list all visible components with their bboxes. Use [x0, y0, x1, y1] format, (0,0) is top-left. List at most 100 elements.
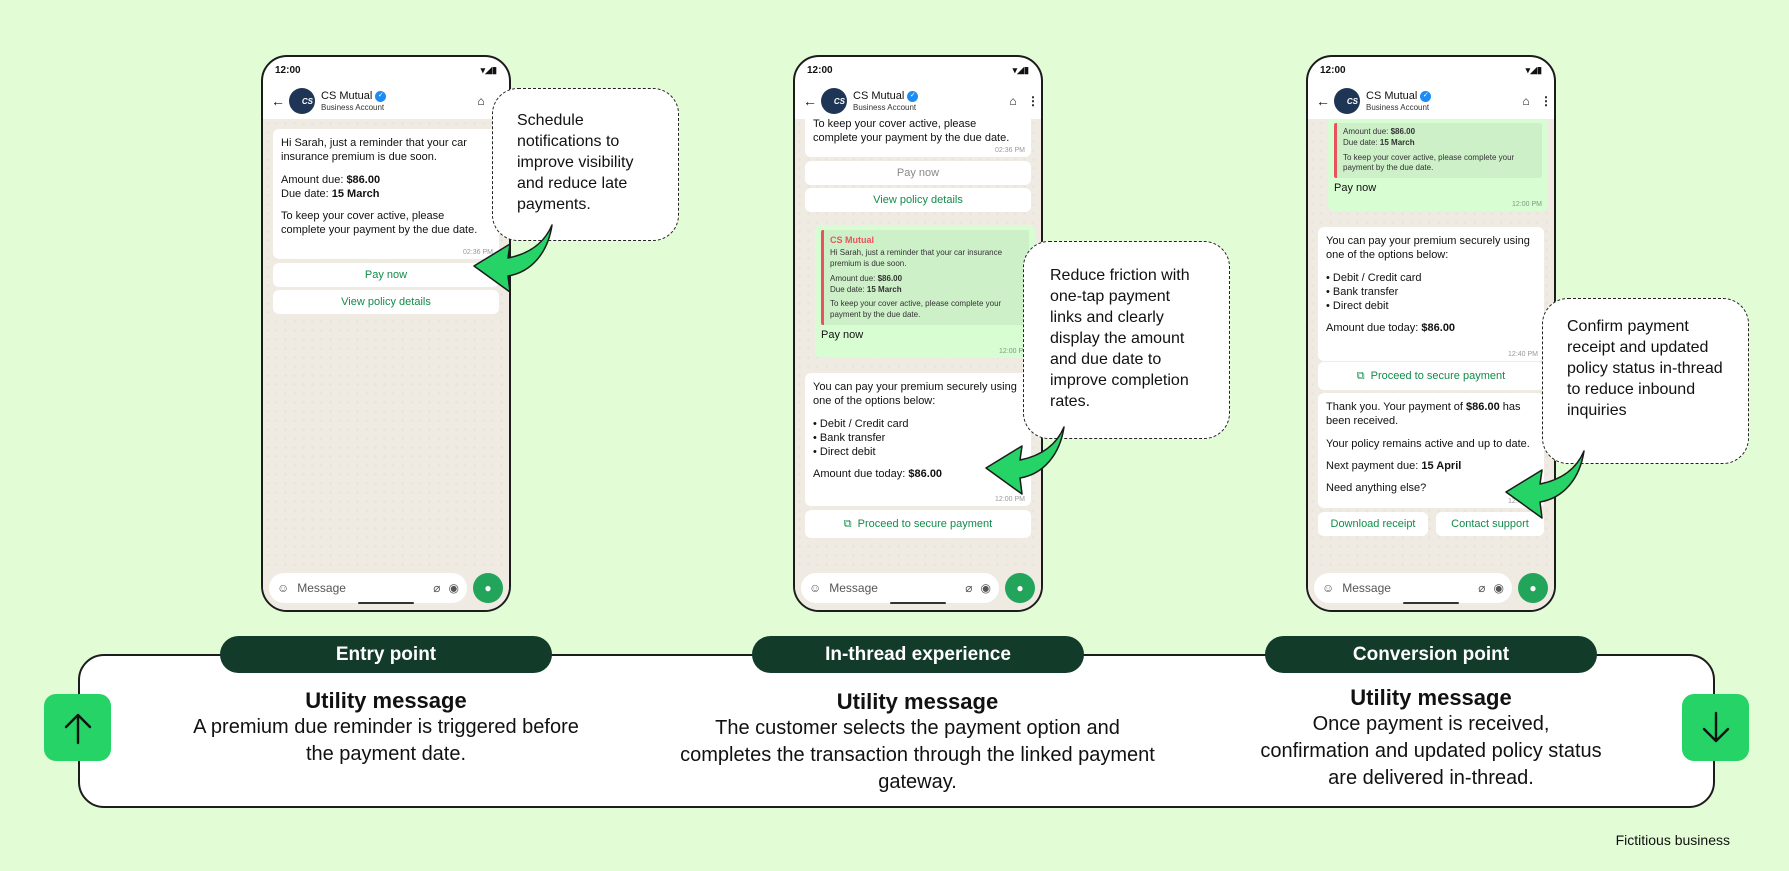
message-placeholder: Message — [1342, 581, 1391, 595]
business-name: CS Mutual — [853, 90, 905, 103]
scroll-down-button[interactable] — [1682, 694, 1749, 761]
chat-title[interactable]: CS Mutual✓ Business Account — [853, 90, 999, 112]
pay-now-button[interactable]: Pay now — [273, 263, 499, 287]
reply-bubble: Amount due: $86.00 Due date: 15 March To… — [1328, 119, 1548, 212]
business-subtitle: Business Account — [321, 102, 385, 112]
message-time: 12:00 PM — [1512, 201, 1542, 209]
attach-icon[interactable]: ⌀ — [965, 581, 973, 595]
footnote: Fictitious business — [1615, 832, 1730, 848]
mic-icon[interactable]: ● — [473, 573, 503, 603]
message-text: You can pay your premium securely using … — [813, 381, 1017, 408]
amount-value: $86.00 — [1421, 322, 1456, 335]
stage-in-thread: Utility message The customer selects the… — [680, 689, 1155, 796]
view-policy-button[interactable]: View policy details — [273, 290, 499, 314]
status-icons: ▾◢▮ — [480, 64, 497, 75]
pay-now-button[interactable]: Pay now — [805, 161, 1031, 185]
external-link-icon: ⧉ — [1356, 369, 1365, 382]
stage-title: Utility message — [305, 688, 467, 713]
scroll-up-button[interactable] — [44, 694, 111, 761]
proceed-payment-button[interactable]: ⧉ Proceed to secure payment — [805, 510, 1031, 538]
quoted-message[interactable]: Amount due: $86.00 Due date: 15 March To… — [1334, 123, 1542, 179]
next-payment-value: 15 April — [1421, 459, 1462, 472]
amount-value: $86.00 — [877, 273, 903, 283]
more-menu-icon[interactable]: ⋮ — [1540, 94, 1552, 108]
option-item: • Bank transfer — [1326, 285, 1399, 298]
amount-label: Amount due today: — [813, 468, 909, 481]
contact-support-button[interactable]: Contact support — [1436, 512, 1544, 536]
quoted-message[interactable]: CS Mutual Hi Sarah, just a reminder that… — [821, 230, 1029, 325]
mic-icon[interactable]: ● — [1005, 573, 1035, 603]
stage-description: A premium due reminder is triggered befo… — [193, 716, 579, 765]
reply-bubble: CS Mutual Hi Sarah, just a reminder that… — [815, 225, 1035, 359]
payment-options-message: You can pay your premium securely using … — [1318, 227, 1544, 361]
reply-text: Pay now — [1334, 182, 1377, 195]
emoji-icon[interactable]: ☺ — [1322, 581, 1335, 595]
quote-text: To keep your cover active, please comple… — [1343, 152, 1515, 173]
amount-label: Amount due: — [1343, 127, 1391, 136]
camera-icon[interactable]: ◉ — [1493, 581, 1504, 595]
message-text: You can pay your premium securely using … — [1326, 235, 1530, 262]
more-menu-icon[interactable]: ⋮ — [1027, 94, 1039, 108]
amount-value: $86.00 — [346, 173, 381, 186]
store-icon[interactable]: ⌂ — [477, 94, 485, 108]
avatar[interactable]: CS — [289, 88, 315, 114]
download-receipt-button[interactable]: Download receipt — [1318, 512, 1428, 536]
attach-icon[interactable]: ⌀ — [1478, 581, 1486, 595]
message-placeholder: Message — [829, 581, 878, 595]
message-text: Hi Sarah, just a reminder that your car … — [281, 137, 467, 164]
business-subtitle: Business Account — [853, 102, 917, 112]
camera-icon[interactable]: ◉ — [980, 581, 991, 595]
store-icon[interactable]: ⌂ — [1522, 94, 1530, 108]
message-input[interactable]: ☺ Message ⌀ ◉ — [269, 573, 467, 603]
back-arrow-icon[interactable]: ← — [1316, 93, 1330, 109]
store-icon[interactable]: ⌂ — [1009, 94, 1017, 108]
phone-conversion-point: 12:00 ▾◢▮ ← CS CS Mutual✓ Business Accou… — [1306, 55, 1556, 612]
external-link-icon: ⧉ — [843, 517, 852, 530]
camera-icon[interactable]: ◉ — [448, 581, 459, 595]
emoji-icon[interactable]: ☺ — [809, 581, 822, 595]
back-arrow-icon[interactable]: ← — [271, 93, 285, 109]
avatar[interactable]: CS — [821, 88, 847, 114]
reply-text: Pay now — [821, 328, 864, 341]
verified-badge-icon: ✓ — [907, 90, 919, 102]
message-time: 12:00 PM — [999, 348, 1029, 356]
callout-text: Confirm payment receipt and updated poli… — [1567, 318, 1723, 419]
chat-header: ← CS CS Mutual✓ Business Account ⌂ ⋮ — [795, 83, 1041, 119]
option-item: • Direct debit — [813, 446, 876, 459]
due-label: Due date: — [281, 187, 332, 200]
callout-in-thread: Reduce friction with one-tap payment lin… — [1023, 241, 1230, 439]
chat-title[interactable]: CS Mutual✓ Business Account — [321, 90, 467, 112]
message-time: 12:00 PM — [995, 495, 1025, 503]
composer: ☺ Message ⌀ ◉ ● — [263, 566, 509, 610]
message-time: 02:36 PM — [463, 248, 493, 256]
callout-arrow-icon — [985, 426, 1065, 495]
stage-entry: Utility message A premium due reminder i… — [191, 688, 581, 768]
status-icons: ▾◢▮ — [1012, 64, 1029, 75]
stage-pill-in-thread: In-thread experience — [752, 636, 1084, 673]
back-arrow-icon[interactable]: ← — [803, 93, 817, 109]
amount-label: Amount due today: — [1326, 322, 1422, 335]
callout-entry: Schedule notifications to improve visibi… — [492, 88, 679, 241]
avatar[interactable]: CS — [1334, 88, 1360, 114]
message-input[interactable]: ☺ Message ⌀ ◉ — [801, 573, 999, 603]
message-text: Thank you. Your payment of — [1326, 401, 1467, 413]
attach-icon[interactable]: ⌀ — [433, 581, 441, 595]
mic-icon[interactable]: ● — [1518, 573, 1548, 603]
home-indicator — [358, 602, 414, 604]
proceed-payment-button[interactable]: ⧉ Proceed to secure payment — [1318, 362, 1544, 390]
option-item: • Direct debit — [1326, 300, 1389, 313]
stage-pill-conversion: Conversion point — [1265, 636, 1597, 673]
quote-text: To keep your cover active, please comple… — [830, 299, 1002, 320]
verified-badge-icon: ✓ — [375, 90, 387, 102]
message-input[interactable]: ☺ Message ⌀ ◉ — [1314, 573, 1512, 603]
chat-title[interactable]: CS Mutual✓ Business Account — [1366, 90, 1512, 112]
amount-value: $86.00 — [1466, 401, 1500, 413]
view-policy-button[interactable]: View policy details — [805, 188, 1031, 212]
status-time: 12:00 — [807, 64, 833, 76]
status-icons: ▾◢▮ — [1525, 64, 1542, 75]
emoji-icon[interactable]: ☺ — [277, 581, 290, 595]
quote-sender: CS Mutual — [830, 235, 874, 245]
stage-title: Utility message — [1350, 685, 1512, 710]
message-time: 02:36 PM — [995, 146, 1025, 154]
message-placeholder: Message — [297, 581, 346, 595]
